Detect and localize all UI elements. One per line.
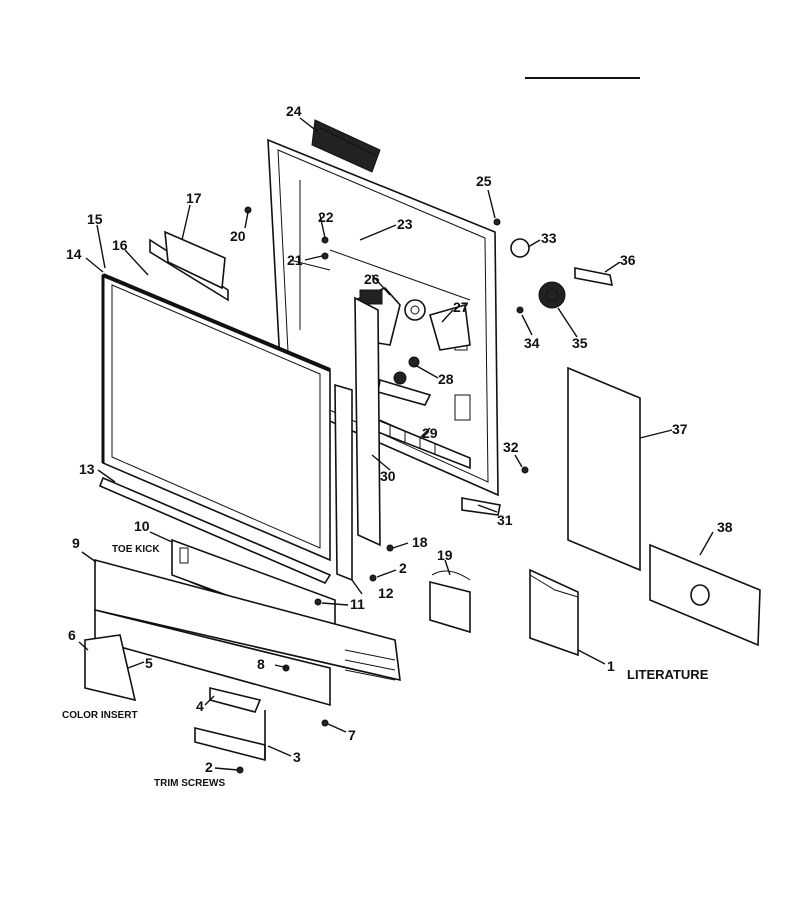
callout-16: 16 [112,237,128,253]
callout-10: 10 [134,518,150,534]
callout-17: 17 [186,190,202,206]
panel-37 [567,366,641,572]
handle-36 [574,267,614,287]
callout-28: 28 [438,371,454,387]
trim-piece-upper [209,686,262,713]
side-strip-right [354,296,381,547]
callout-37: 37 [672,421,688,437]
control-bracket [429,580,471,634]
callout-21: 21 [287,252,303,268]
color-insert [84,634,137,702]
caption-trim-screws: TRIM SCREWS [154,778,225,789]
callout-38: 38 [717,519,733,535]
callout-19: 19 [437,547,453,563]
callout-6: 6 [68,627,76,643]
bottom-strip [98,476,332,585]
callout-7: 7 [348,727,356,743]
callout-22: 22 [318,209,334,225]
callout-24: 24 [286,103,302,119]
callout-2-bottom: 2 [205,759,213,775]
callout-36: 36 [620,252,636,268]
callout-35: 35 [572,335,588,351]
side-strip-left [334,383,353,582]
callout-15: 15 [87,211,103,227]
caption-literature: LITERATURE [627,667,709,682]
callout-33: 33 [541,230,557,246]
callout-8: 8 [257,656,265,672]
callout-25: 25 [476,173,492,189]
callout-26: 26 [364,271,380,287]
callout-29: 29 [422,425,438,441]
panel-trim [164,230,226,290]
dial-35 [538,281,566,309]
callout-2-mid: 2 [399,560,407,576]
callout-18: 18 [412,534,428,550]
callout-5: 5 [145,655,153,671]
callout-labels: 24 25 17 22 23 15 20 33 16 14 21 36 26 2… [66,103,733,775]
literature-envelope [529,568,579,657]
callout-12: 12 [378,585,394,601]
leader-lines [78,117,714,771]
callout-9: 9 [72,535,80,551]
knob-part-33 [510,238,530,258]
callout-3: 3 [293,749,301,765]
toe-kick [94,558,401,707]
callout-13: 13 [79,461,95,477]
callout-4: 4 [196,698,204,714]
callout-27: 27 [453,299,469,315]
vent-part [311,119,381,173]
callout-30: 30 [380,468,396,484]
callout-1: 1 [607,658,615,674]
caption-color-insert: COLOR INSERT [62,710,138,721]
callout-14: 14 [66,246,82,262]
caption-toe-kick: TOE KICK [112,544,160,555]
callout-34: 34 [524,335,540,351]
callout-32: 32 [503,439,519,455]
captions: TOE KICK COLOR INSERT TRIM SCREWS LITERA… [62,544,709,789]
callout-20: 20 [230,228,246,244]
callout-11: 11 [350,596,365,612]
callout-31: 31 [497,512,513,528]
trim-piece-lower [194,726,266,762]
callout-23: 23 [397,216,413,232]
